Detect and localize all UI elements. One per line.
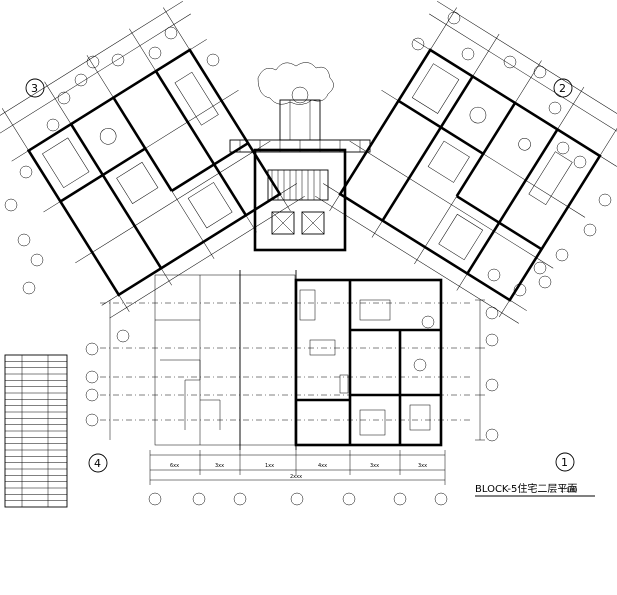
drawing-scale: 1:100 bbox=[560, 487, 577, 494]
zone-mark-4: 4 bbox=[94, 457, 101, 470]
dim-label: 3xx bbox=[215, 463, 224, 469]
zone-markers: 3 2 4 1 bbox=[25, 78, 575, 473]
right-wing bbox=[315, 0, 617, 324]
bottom-dimension-labels: 6xx 3xx 1xx 4xx 3xx 3xx 2xxx bbox=[170, 463, 427, 480]
left-wing bbox=[0, 0, 305, 319]
dim-label-overall: 2xxx bbox=[290, 474, 302, 480]
lower-block: 6xx 3xx 1xx 4xx 3xx 3xx 2xxx bbox=[100, 270, 485, 485]
top-balcony bbox=[257, 62, 334, 141]
title-block: BLOCK-5住宅二层平面 1:100 bbox=[475, 482, 595, 497]
zone-mark-3: 3 bbox=[31, 82, 38, 95]
dim-label: 6xx bbox=[170, 463, 179, 469]
axis-bubbles bbox=[4, 11, 612, 506]
dim-label: 3xx bbox=[418, 463, 427, 469]
zone-mark-1: 1 bbox=[561, 456, 568, 469]
dim-label: 3xx bbox=[370, 463, 379, 469]
zone-mark-2: 2 bbox=[559, 82, 566, 95]
core bbox=[229, 139, 371, 252]
drawing-title: BLOCK-5住宅二层平面 bbox=[475, 482, 577, 495]
level-table bbox=[4, 354, 68, 508]
dim-label: 4xx bbox=[318, 463, 327, 469]
dim-label: 1xx bbox=[265, 463, 274, 469]
